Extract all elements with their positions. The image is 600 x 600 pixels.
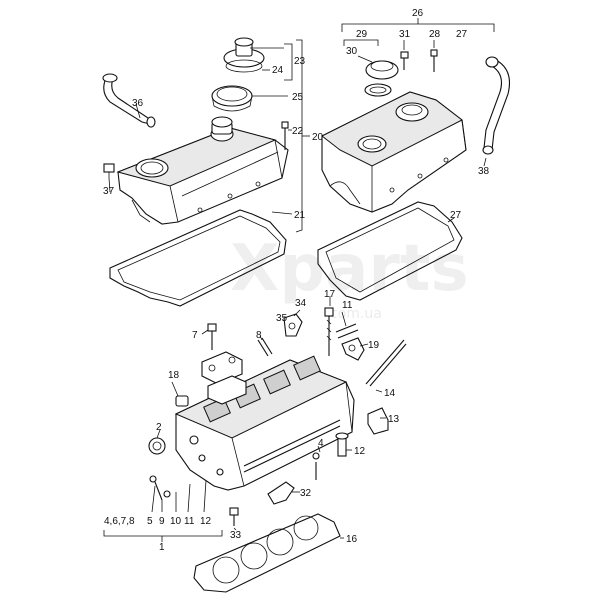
- cylinder-head: [174, 355, 355, 491]
- callout-labels: 26 29 31 28 27 30 23 24 25 36 22 20 38 3…: [103, 8, 490, 553]
- callout-27-top: 27: [456, 29, 468, 40]
- callout-2: 2: [156, 422, 162, 433]
- callout-37: 37: [103, 186, 115, 197]
- callout-11: 11: [184, 516, 195, 527]
- head-gasket: [193, 513, 341, 593]
- rod-14: [365, 339, 407, 387]
- callout-23: 23: [294, 56, 306, 67]
- left-valve-cover: [116, 116, 289, 225]
- callout-7: 7: [192, 330, 198, 341]
- bracket-19: [341, 337, 365, 361]
- bolt-22: [281, 121, 289, 150]
- callout-36: 36: [132, 98, 144, 109]
- clip-37: [103, 163, 115, 178]
- sensor-34-35: [283, 313, 303, 337]
- callout-10: 10: [170, 516, 182, 527]
- callout-38: 38: [478, 166, 490, 177]
- callout-9: 9: [159, 516, 165, 527]
- callout-22: 22: [292, 126, 304, 137]
- bearing-cap-lower: [207, 375, 247, 405]
- callout-31: 31: [399, 29, 411, 40]
- callout-26: 26: [412, 8, 424, 19]
- callout-14: 14: [384, 388, 396, 399]
- callout-17: 17: [324, 289, 336, 300]
- breather-hose-right: [482, 56, 511, 155]
- watermark-domain: com.ua: [330, 306, 382, 322]
- callout-16: 16: [346, 534, 358, 545]
- callout-28: 28: [429, 29, 441, 40]
- block-13: [367, 407, 389, 435]
- callout-35: 35: [276, 313, 288, 324]
- right-valve-cover: [321, 91, 467, 213]
- callout-19: 19: [368, 340, 380, 351]
- pin-11: [335, 323, 359, 339]
- head-bolt-17: [324, 307, 334, 356]
- small-parts-4-3: [312, 452, 320, 480]
- plug-18: [175, 395, 189, 407]
- bolt-33: [229, 507, 239, 526]
- breather-hose-left: [102, 73, 156, 128]
- callout-33: 33: [230, 530, 242, 541]
- callout-21: 21: [294, 210, 306, 221]
- bracket-32: [267, 481, 295, 505]
- callout-29: 29: [356, 29, 368, 40]
- callout-1: 1: [159, 542, 165, 553]
- callout-27: 27: [450, 210, 462, 221]
- bolt-7: [207, 323, 217, 350]
- callout-5: 5: [147, 516, 153, 527]
- oil-filler-cap: [223, 37, 265, 73]
- callout-13: 13: [388, 414, 400, 425]
- callout-4: 4: [318, 438, 324, 449]
- studs-5-9: [149, 475, 171, 501]
- callout-32: 32: [300, 488, 312, 499]
- right-filler-cap: [364, 60, 399, 97]
- callout-24: 24: [272, 65, 284, 76]
- fitting-12: [335, 432, 349, 457]
- callout-20: 20: [312, 132, 324, 143]
- callout-12-right: 12: [354, 446, 366, 457]
- callout-8: 8: [256, 330, 262, 341]
- callout-4678: 4,6,7,8: [104, 516, 135, 527]
- callout-18: 18: [168, 370, 180, 381]
- watermark-brand: Xparts: [230, 232, 469, 306]
- callout-12: 12: [200, 516, 212, 527]
- callout-34: 34: [295, 298, 307, 309]
- callout-25: 25: [292, 92, 304, 103]
- filler-neck-ring: [211, 85, 253, 112]
- left-gasket: [109, 209, 287, 307]
- leader-lines: [103, 18, 495, 542]
- seal-ring-2: [148, 437, 166, 455]
- stud-8: [257, 337, 273, 357]
- bolts-31-28: [400, 49, 438, 72]
- callout-30: 30: [346, 46, 358, 57]
- right-gasket: [317, 201, 463, 301]
- callout-11-top: 11: [342, 300, 353, 311]
